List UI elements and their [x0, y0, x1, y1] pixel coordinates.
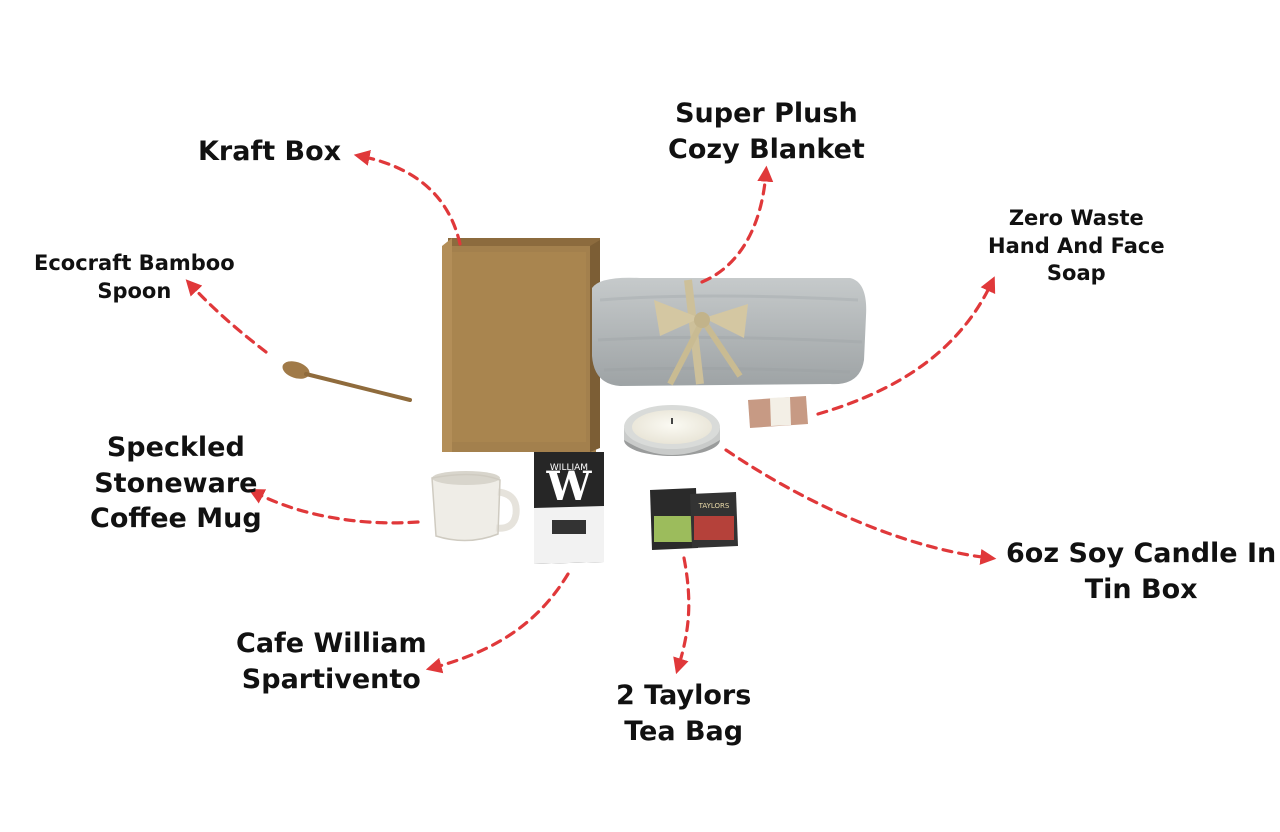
arrow-kraft-box: [353, 150, 462, 246]
tea-bags-image: TAYLORS: [650, 488, 738, 550]
label-line: Cafe William: [236, 628, 427, 659]
label-line: Cozy Blanket: [668, 133, 865, 165]
arrow-blanket: [700, 165, 774, 284]
label-line: 2 Taylors: [616, 680, 752, 711]
label-line: Hand And Face: [988, 233, 1165, 258]
label-line: Kraft Box: [198, 136, 342, 167]
candle-tin-image: [624, 405, 720, 456]
arrow-coffee: [425, 572, 570, 674]
coffee-bag-brand: WILLIAM: [550, 463, 588, 473]
bamboo-spoon-image: [282, 361, 412, 402]
label-line: Tea Bag: [624, 715, 744, 747]
coffee-bag-letter: W: [546, 463, 593, 510]
label-blanket: Super Plush Cozy Blanket: [668, 96, 865, 167]
label-tea: 2 Taylors Tea Bag: [616, 678, 751, 749]
blanket-image: [592, 277, 867, 386]
label-line: Ecocraft Bamboo: [34, 251, 235, 275]
arrow-spoon: [185, 279, 268, 354]
label-line: Super Plush: [675, 98, 858, 129]
label-line: Soap: [1046, 261, 1106, 286]
kraft-box-image: [442, 238, 600, 452]
mug-image: [431, 471, 520, 542]
arrow-soap: [816, 276, 996, 416]
tea-brand: TAYLORS: [698, 502, 730, 510]
label-line: Speckled: [106, 432, 245, 463]
soap-image: [748, 396, 808, 428]
arrow-mug: [248, 489, 420, 525]
arrow-candle: [724, 448, 997, 565]
label-line: Tin Box: [1084, 573, 1198, 605]
arrow-tea: [673, 556, 691, 675]
label-mug: Speckled Stoneware Coffee Mug: [90, 430, 262, 537]
label-soap: Zero Waste Hand And Face Soap: [988, 205, 1165, 288]
label-spoon: Ecocraft Bamboo Spoon: [34, 250, 235, 305]
label-coffee: Cafe William Spartivento: [236, 626, 427, 697]
label-line: 6oz Soy Candle In: [1006, 538, 1277, 569]
label-candle: 6oz Soy Candle In Tin Box: [1006, 536, 1276, 607]
label-line: Spartivento: [241, 663, 421, 695]
label-kraft-box: Kraft Box: [198, 134, 341, 170]
label-line: Zero Waste: [1008, 206, 1144, 230]
coffee-bag-image: W WILLIAM: [534, 452, 604, 564]
label-line: Spoon: [97, 278, 172, 303]
label-line: Coffee Mug: [90, 503, 262, 535]
label-line: Stoneware: [94, 467, 258, 499]
